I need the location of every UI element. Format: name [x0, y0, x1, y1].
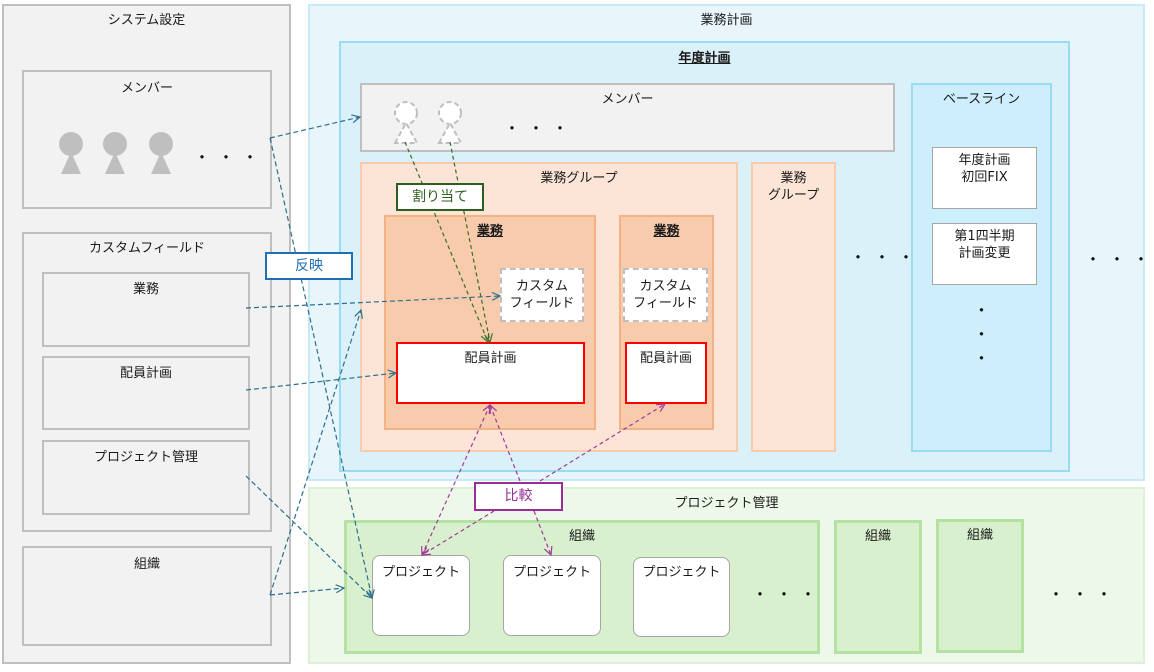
custom-field-project[interactable]: プロジェクト管理	[42, 440, 250, 515]
task-custom-field-1-label: カスタム フィールド	[509, 279, 575, 311]
organization-2-title: 組織	[864, 529, 891, 544]
baseline-item-2-label: 第1四半期 計画変更	[954, 229, 1015, 261]
staffing-plan-1-label: 配員計画	[464, 351, 517, 366]
task-title-2: 業務	[653, 224, 680, 239]
custom-field-staffing-label: 配員計画	[119, 366, 172, 381]
baseline-item-1-label: 年度計画 初回FIX	[958, 153, 1011, 185]
organization-1-ellipsis: ・・・	[752, 585, 825, 604]
organization-box-3[interactable]: 組織	[936, 519, 1024, 653]
project-card-3-label: プロジェクト	[642, 565, 721, 580]
assigned-member-icons	[393, 101, 463, 144]
assign-label: 割り当て	[396, 183, 484, 211]
custom-field-project-label: プロジェクト管理	[93, 450, 198, 465]
plan-members-box[interactable]: メンバー ・・・	[360, 83, 895, 152]
organization-box[interactable]: 組織	[22, 546, 272, 646]
custom-fields-title: カスタムフィールド	[89, 241, 205, 256]
member-icons	[59, 132, 173, 174]
members-title: メンバー	[120, 81, 173, 96]
compare-label: 比較	[474, 482, 563, 511]
custom-fields-box: カスタムフィールド 業務 配員計画 プロジェクト管理	[22, 232, 272, 532]
plan-members-title: メンバー	[601, 92, 654, 107]
task-custom-field-2[interactable]: カスタム フィールド	[623, 268, 708, 322]
project-card-3[interactable]: プロジェクト	[633, 557, 730, 637]
reflect-label: 反映	[265, 252, 353, 280]
project-card-1-label: プロジェクト	[381, 565, 460, 580]
plan-members-ellipsis: ・・・	[504, 119, 577, 138]
organization-3-title: 組織	[966, 528, 993, 543]
task-custom-field-1[interactable]: カスタム フィールド	[500, 268, 584, 322]
baseline-item-1[interactable]: 年度計画 初回FIX	[932, 147, 1037, 209]
baseline-item-2[interactable]: 第1四半期 計画変更	[932, 223, 1037, 285]
task-custom-field-2-label: カスタム フィールド	[633, 279, 698, 311]
members-box[interactable]: メンバー ・・・	[22, 70, 272, 209]
organization-box-2[interactable]: 組織	[834, 520, 922, 654]
baseline-ellipsis: ・ ・ ・	[973, 301, 990, 368]
custom-field-staffing[interactable]: 配員計画	[42, 356, 250, 430]
custom-field-task[interactable]: 業務	[42, 272, 250, 347]
project-card-2[interactable]: プロジェクト	[503, 555, 601, 636]
staffing-plan-2-label: 配員計画	[639, 351, 692, 366]
organization-title: 組織	[133, 557, 160, 572]
staffing-plan-1[interactable]: 配員計画	[396, 342, 585, 404]
task-group-ellipsis: ・・・	[850, 248, 923, 267]
project-card-2-label: プロジェクト	[512, 565, 591, 580]
business-plan-ellipsis: ・・・	[1085, 250, 1154, 269]
baseline-box[interactable]: ベースライン 年度計画 初回FIX 第1四半期 計画変更 ・ ・ ・	[911, 83, 1052, 452]
staffing-plan-2[interactable]: 配員計画	[625, 342, 707, 404]
task-group-box-2[interactable]: 業務 グループ	[751, 162, 836, 452]
baseline-title: ベースライン	[942, 92, 1021, 107]
project-management-title: プロジェクト管理	[674, 496, 779, 511]
task-title-1: 業務	[476, 224, 503, 239]
custom-field-task-label: 業務	[132, 282, 159, 297]
person-icon	[103, 132, 127, 174]
task-group-2-title: 業務 グループ	[767, 171, 820, 203]
system-settings-panel: システム設定 メンバー ・・・ カスタムフィールド 業務 配員計画 プロジェクト…	[2, 4, 291, 664]
placeholder-person-icon	[393, 101, 419, 144]
person-icon	[59, 132, 83, 174]
person-icon	[149, 132, 173, 174]
organization-1-title: 組織	[568, 529, 595, 544]
project-card-1[interactable]: プロジェクト	[372, 555, 470, 636]
task-group-title: 業務グループ	[540, 171, 618, 186]
placeholder-person-icon	[437, 101, 463, 144]
system-settings-title: システム設定	[107, 13, 186, 28]
members-ellipsis: ・・・	[194, 148, 267, 167]
annual-plan-title: 年度計画	[678, 51, 731, 66]
business-plan-title: 業務計画	[700, 13, 753, 28]
project-management-ellipsis: ・・・	[1048, 585, 1121, 604]
